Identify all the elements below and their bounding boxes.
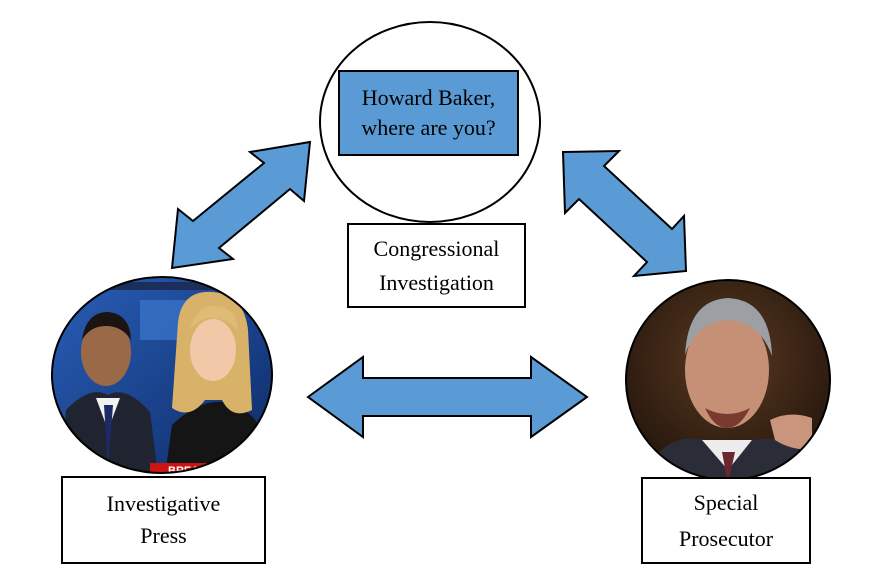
arrow-press-congress xyxy=(170,140,312,270)
photo-banner-text: BREAK xyxy=(168,465,207,477)
congressional-investigation-label: Congressional Investigation xyxy=(347,223,526,308)
question-line-1: Howard Baker, xyxy=(361,85,496,110)
prosecutor-label-line-1: Special xyxy=(693,489,759,515)
press-circle xyxy=(51,276,273,474)
prosecutor-photo xyxy=(626,280,830,480)
press-label-line-1: Investigative xyxy=(106,491,221,516)
howard-baker-question-box: Howard Baker, where are you? xyxy=(338,70,519,156)
question-line-2: where are you? xyxy=(361,115,496,140)
press-label-line-2: Press xyxy=(140,523,187,548)
news-anchors-photo: BREAK xyxy=(52,277,272,477)
congress-label-line-1: Congressional xyxy=(373,235,500,261)
prosecutor-label-line-2: Prosecutor xyxy=(678,525,774,551)
investigative-press-label: Investigative Press xyxy=(61,476,266,564)
special-prosecutor-label: Special Prosecutor xyxy=(641,477,811,564)
congress-label-line-2: Investigation xyxy=(379,269,494,295)
arrow-press-prosecutor xyxy=(306,355,589,439)
arrow-congress-prosecutor xyxy=(561,149,688,278)
